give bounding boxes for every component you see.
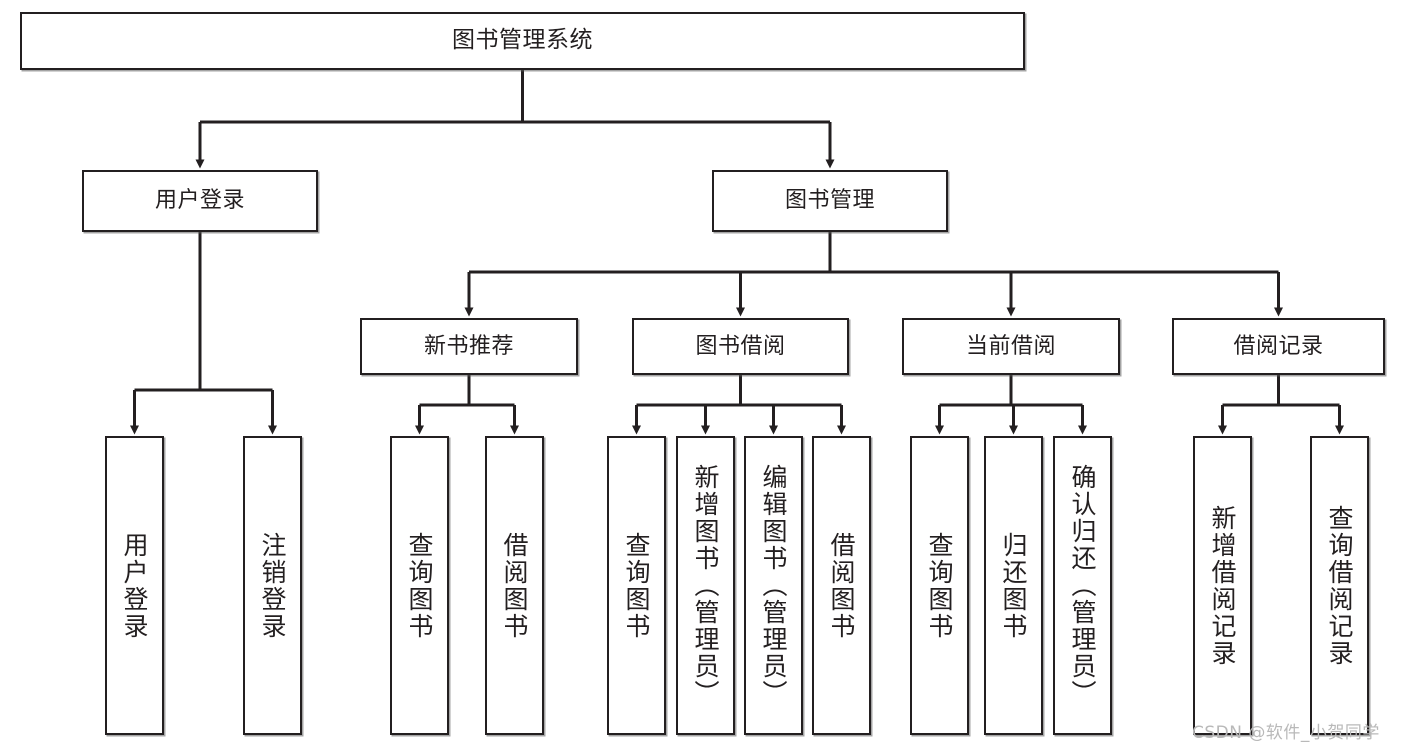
- node-label: 查询借阅记录: [1325, 504, 1354, 667]
- node-leaf-rec-query[interactable]: 查询借阅记录: [1310, 436, 1369, 735]
- csdn-watermark: CSDN @软件_小贺同学: [1192, 723, 1380, 743]
- node-label: 新增图书（管理员）: [691, 464, 720, 707]
- node-label: 注销登录: [258, 531, 287, 640]
- node-label: 归还图书: [999, 531, 1028, 640]
- node-bookmgmt[interactable]: 图书管理: [712, 170, 948, 232]
- node-label: 图书管理系统: [452, 27, 593, 54]
- node-current[interactable]: 当前借阅: [902, 318, 1120, 375]
- node-leaf-user-login[interactable]: 用户登录: [105, 436, 164, 735]
- node-leaf-bor-add[interactable]: 新增图书（管理员）: [676, 436, 735, 735]
- node-label: 图书借阅: [695, 333, 786, 359]
- node-label: 查询图书: [622, 531, 651, 640]
- node-leaf-new-query[interactable]: 查询图书: [390, 436, 449, 735]
- node-label: 借阅图书: [500, 531, 529, 640]
- node-leaf-rec-add[interactable]: 新增借阅记录: [1193, 436, 1252, 735]
- node-sys[interactable]: 图书管理系统: [20, 12, 1025, 70]
- node-label: 查询图书: [405, 531, 434, 640]
- node-leaf-new-borrow[interactable]: 借阅图书: [485, 436, 544, 735]
- node-label: 借阅记录: [1233, 333, 1324, 359]
- node-label: 确认归还（管理员）: [1068, 464, 1097, 707]
- node-leaf-user-logout[interactable]: 注销登录: [243, 436, 302, 735]
- node-label: 当前借阅: [965, 333, 1056, 359]
- node-login[interactable]: 用户登录: [82, 170, 318, 232]
- node-leaf-cur-return[interactable]: 归还图书: [984, 436, 1043, 735]
- node-label: 用户登录: [120, 531, 149, 640]
- node-leaf-cur-query[interactable]: 查询图书: [910, 436, 969, 735]
- node-borrow[interactable]: 图书借阅: [632, 318, 849, 375]
- node-label: 借阅图书: [827, 531, 856, 640]
- node-leaf-bor-query[interactable]: 查询图书: [607, 436, 666, 735]
- node-records[interactable]: 借阅记录: [1172, 318, 1385, 375]
- node-leaf-cur-confirm[interactable]: 确认归还（管理员）: [1053, 436, 1112, 735]
- node-leaf-bor-edit[interactable]: 编辑图书（管理员）: [744, 436, 803, 735]
- node-label: 新增借阅记录: [1208, 504, 1237, 667]
- node-label: 用户登录: [154, 188, 245, 214]
- node-label: 查询图书: [925, 531, 954, 640]
- node-label: 图书管理: [784, 188, 875, 214]
- node-leaf-bor-borrow[interactable]: 借阅图书: [812, 436, 871, 735]
- node-label: 新书推荐: [423, 333, 514, 359]
- node-label: 编辑图书（管理员）: [759, 464, 788, 707]
- node-newbook[interactable]: 新书推荐: [360, 318, 578, 375]
